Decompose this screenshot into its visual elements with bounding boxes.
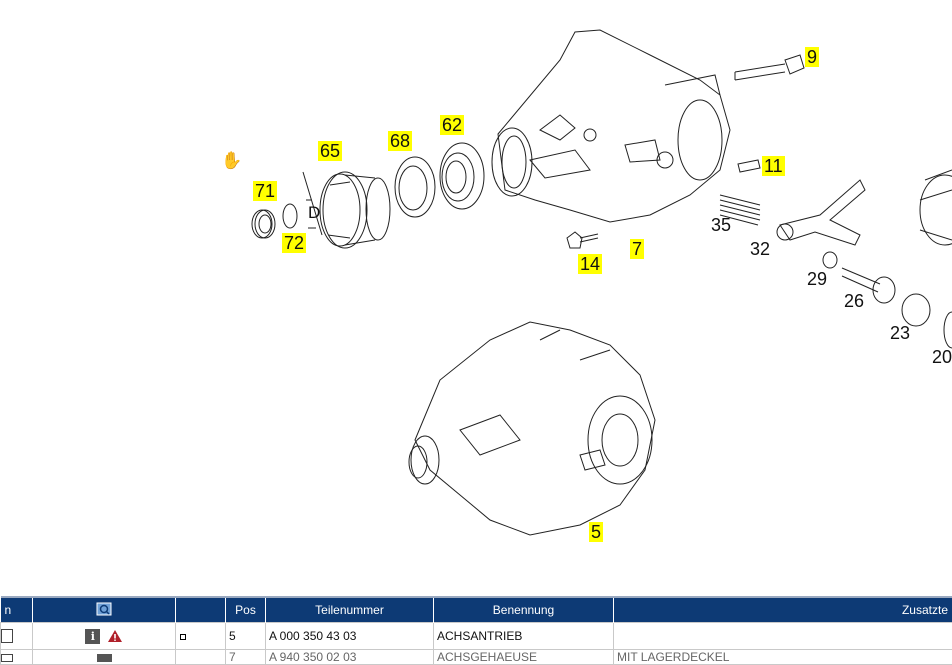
callout-7[interactable]: 7 bbox=[630, 239, 644, 259]
row-checkbox-cell bbox=[1, 623, 33, 650]
axle-housing-part-7[interactable] bbox=[492, 30, 730, 222]
row-part-number[interactable]: A 940 350 02 03 bbox=[266, 650, 434, 665]
seal-part-68[interactable] bbox=[395, 157, 435, 217]
row-icons-cell bbox=[33, 650, 176, 665]
bolt-part-14[interactable] bbox=[567, 232, 598, 248]
info-icon[interactable]: i bbox=[85, 629, 100, 644]
row-name: ACHSANTRIEB bbox=[434, 623, 614, 650]
callout-68[interactable]: 68 bbox=[388, 131, 412, 151]
column-header-filter[interactable] bbox=[33, 597, 176, 623]
callout-11[interactable]: 11 bbox=[762, 156, 785, 176]
callout-65[interactable]: 65 bbox=[318, 141, 342, 161]
row-checkbox-cell bbox=[1, 650, 33, 665]
row-extra: MIT LAGERDECKEL bbox=[614, 650, 952, 665]
ring-part-23[interactable] bbox=[902, 294, 930, 326]
callout-5[interactable]: 5 bbox=[589, 522, 603, 542]
column-header-pos[interactable]: Pos bbox=[226, 597, 266, 623]
seal-part-62[interactable] bbox=[440, 143, 484, 209]
callout-26[interactable]: 26 bbox=[844, 292, 864, 310]
washer-part-29[interactable] bbox=[823, 252, 837, 268]
info-icon[interactable] bbox=[97, 654, 112, 662]
parts-table: n Pos Teilenummer Benennung Zusatzte i bbox=[0, 596, 952, 665]
row-icons-cell: i bbox=[33, 623, 176, 650]
filter-search-icon[interactable] bbox=[96, 602, 112, 616]
ring-part-72[interactable] bbox=[283, 204, 297, 228]
row-checkbox[interactable] bbox=[1, 654, 13, 662]
column-header-n[interactable]: n bbox=[1, 597, 33, 623]
column-header-teilenummer[interactable]: Teilenummer bbox=[266, 597, 434, 623]
column-header-zusatztext[interactable]: Zusatzte bbox=[614, 597, 952, 623]
row-checkbox[interactable] bbox=[1, 629, 13, 643]
hand-cursor-icon: ✋ bbox=[221, 151, 242, 171]
callout-20[interactable]: 20 bbox=[932, 348, 952, 366]
bearing-part-71[interactable] bbox=[252, 210, 275, 238]
marker-square-icon bbox=[180, 634, 186, 640]
pin-part-11[interactable] bbox=[738, 160, 760, 172]
callout-62[interactable]: 62 bbox=[440, 115, 464, 135]
callout-29[interactable]: 29 bbox=[807, 270, 827, 288]
callout-72[interactable]: 72 bbox=[282, 233, 306, 253]
row-pos: 7 bbox=[226, 650, 266, 665]
callout-23[interactable]: 23 bbox=[890, 324, 910, 342]
callout-71[interactable]: 71 bbox=[253, 181, 277, 201]
row-name: ACHSGEHAEUSE bbox=[434, 650, 614, 665]
callout-9[interactable]: 9 bbox=[805, 47, 819, 67]
row-pos: 5 bbox=[226, 623, 266, 650]
shift-fork-part-32[interactable] bbox=[777, 180, 865, 245]
column-header-benennung[interactable]: Benennung bbox=[434, 597, 614, 623]
warning-icon[interactable] bbox=[107, 629, 123, 643]
exploded-parts-diagram bbox=[0, 0, 952, 595]
flange-part-65[interactable] bbox=[320, 172, 390, 248]
callout-14[interactable]: 14 bbox=[578, 254, 602, 274]
column-header-blank bbox=[176, 597, 226, 623]
row-marker-cell bbox=[176, 650, 226, 665]
callout-35[interactable]: 35 bbox=[711, 216, 731, 234]
axle-drive-assembly-part-5[interactable] bbox=[409, 322, 655, 535]
row-marker-cell bbox=[176, 623, 226, 650]
callout-32[interactable]: 32 bbox=[750, 240, 770, 258]
bolt-part-9[interactable] bbox=[735, 55, 804, 80]
row-extra bbox=[614, 623, 952, 650]
table-header-row: n Pos Teilenummer Benennung Zusatzte bbox=[1, 597, 952, 623]
row-part-number[interactable]: A 000 350 43 03 bbox=[266, 623, 434, 650]
gear-part-20[interactable] bbox=[920, 170, 952, 348]
dimension-d-label: D bbox=[308, 204, 320, 221]
table-row[interactable]: i 5 A 000 350 43 03 ACHSANTRIEB bbox=[1, 623, 952, 650]
table-row[interactable]: 7 A 940 350 02 03 ACHSGEHAEUSE MIT LAGER… bbox=[1, 650, 952, 665]
